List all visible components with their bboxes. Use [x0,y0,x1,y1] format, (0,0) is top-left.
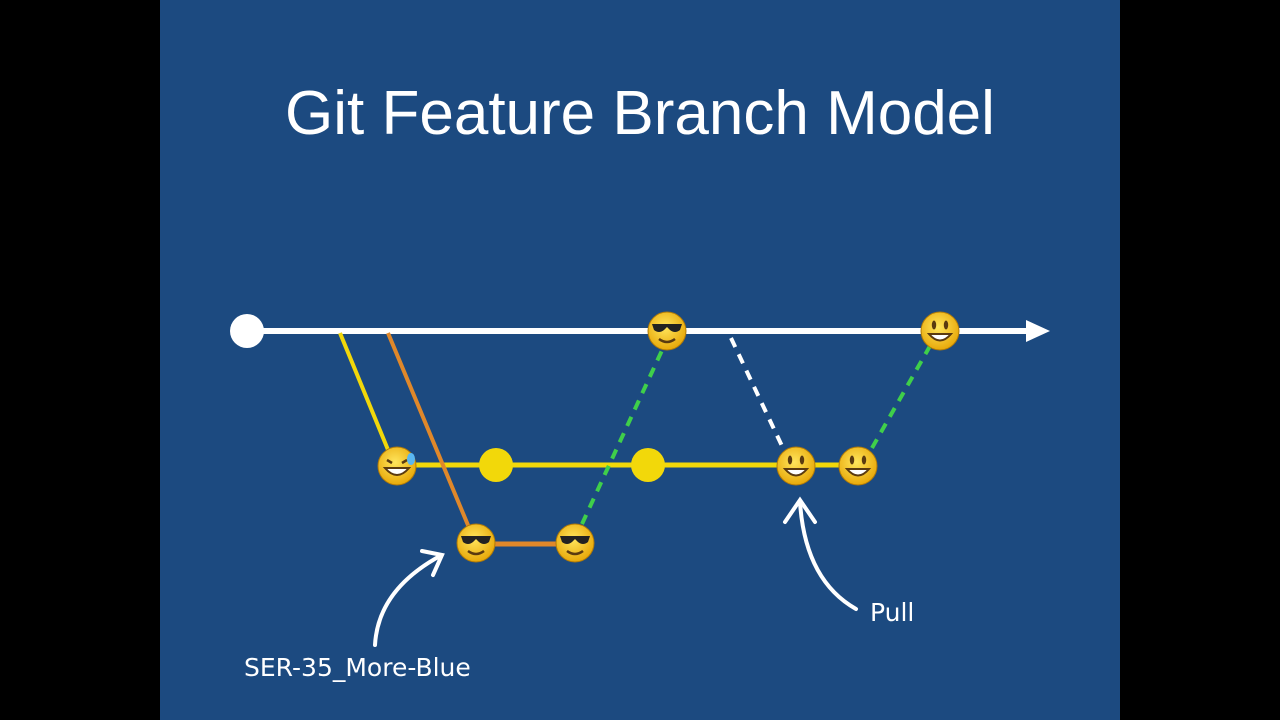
slide-title: Git Feature Branch Model [285,79,995,148]
orange-branch-line [386,332,472,531]
commit-node [479,448,513,482]
pull-pointer-arrow-icon [783,496,858,611]
pull-label: Pull [870,598,914,627]
main-arrowhead-icon [1026,320,1050,342]
yellow-branch-line [338,332,395,463]
branch-name-label: SER-35_More-Blue [244,653,471,682]
grinning-sweat-icon [378,447,416,485]
smiley-icon [921,312,959,350]
pull-dashed-line [729,337,784,447]
commit-node [631,448,665,482]
branch-pointer-arrow-icon [373,549,445,647]
sunglasses-face-icon [648,312,686,350]
sunglasses-face-icon [556,524,594,562]
smiley-icon [777,447,815,485]
slide: Git Feature Branch Model [160,0,1120,720]
smiley-icon [839,447,877,485]
merge-dashed-line [580,345,666,525]
merge-dashed-line [870,345,932,449]
main-start-node [230,314,264,348]
sunglasses-face-icon [457,524,495,562]
